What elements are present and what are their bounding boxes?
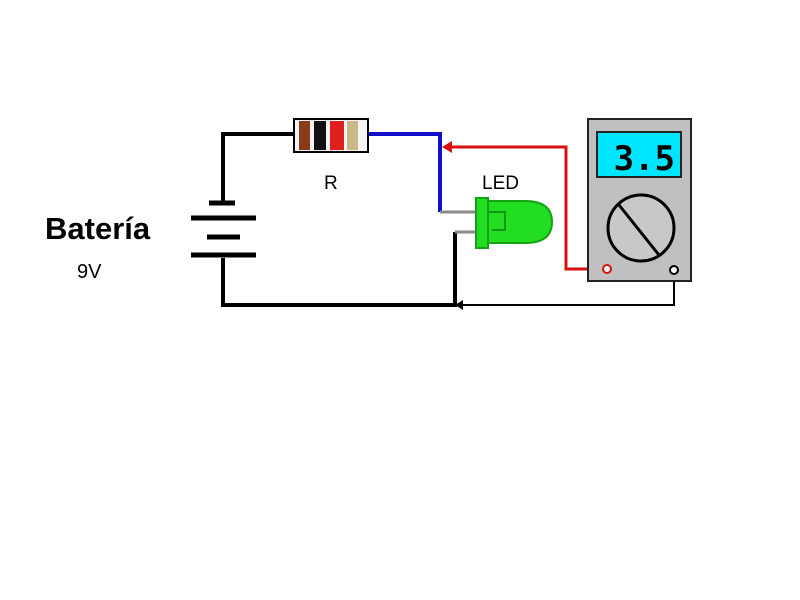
led [440, 197, 554, 249]
multimeter-red-jack [602, 264, 612, 274]
red-probe-arrowhead [442, 141, 452, 153]
battery-title: Batería [45, 211, 151, 246]
led-dome [481, 200, 554, 244]
led-rim [475, 197, 489, 249]
wire-battery-bottom [221, 232, 457, 307]
multimeter-reading: 3.5 [614, 139, 675, 179]
resistor-band-2 [314, 121, 326, 150]
red-probe-wire [450, 145, 607, 271]
black-wires [221, 132, 457, 307]
led-label: LED [482, 173, 519, 194]
multimeter-dial-pointer [617, 204, 661, 256]
multimeter-dial [606, 193, 676, 263]
resistor-label: R [324, 173, 338, 194]
multimeter: 3.5 [587, 118, 692, 282]
wire-battery-to-resistor [221, 132, 294, 205]
black-probe-arrowhead [455, 300, 463, 310]
led-inner-anvil [488, 211, 506, 231]
battery-symbol [191, 200, 256, 258]
wire-resistor-to-led [368, 132, 442, 212]
resistor [293, 118, 369, 153]
resistor-band-1 [299, 121, 310, 150]
battery-voltage: 9V [77, 261, 102, 283]
multimeter-screen [596, 131, 682, 178]
resistor-band-3 [330, 121, 344, 150]
multimeter-com-jack [669, 265, 679, 275]
resistor-band-4 [347, 121, 358, 150]
